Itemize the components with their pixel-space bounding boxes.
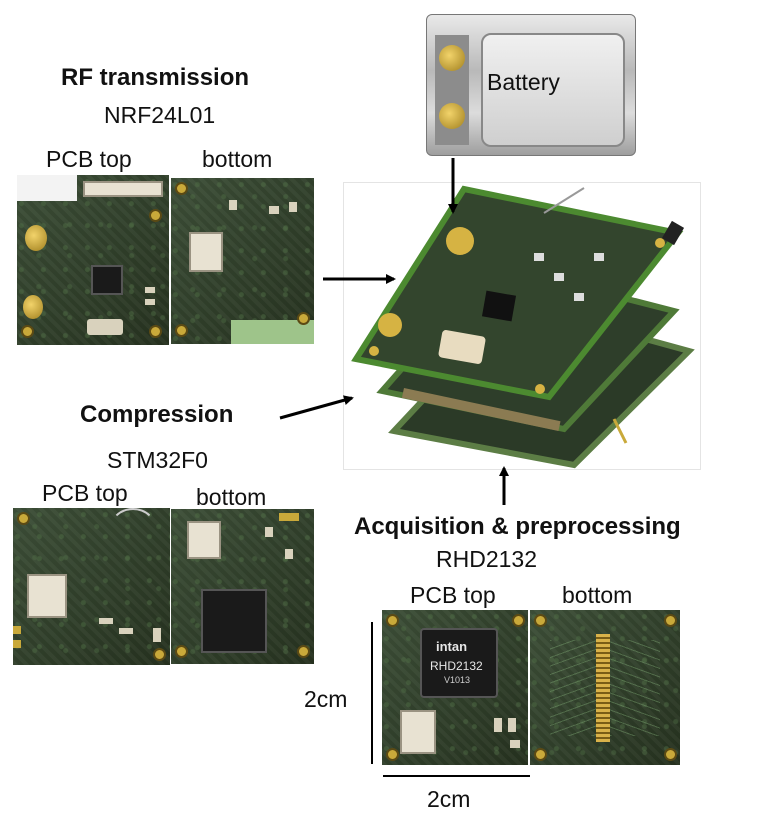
- rf-pcb-bottom-photo: [171, 178, 314, 344]
- battery-label: Battery: [487, 69, 560, 95]
- compression-pcb-bottom-photo: [171, 509, 314, 664]
- compression-title: Compression: [80, 401, 234, 428]
- compression-pcb-top-label: PCB top: [42, 480, 128, 506]
- acquisition-pcb-top-label: PCB top: [410, 582, 496, 608]
- battery-contact-bottom: [439, 103, 465, 129]
- chip-part-text: RHD2132: [430, 659, 483, 673]
- scale-vertical-label: 2cm: [304, 686, 348, 712]
- rf-transmission-title: RF transmission: [61, 64, 250, 91]
- compression-chip-label: STM32F0: [107, 447, 208, 473]
- stacked-device-photo: [343, 182, 701, 470]
- battery-contact-top: [439, 45, 465, 71]
- acquisition-pcb-top-photo: intan RHD2132 V1013: [382, 610, 528, 765]
- acquisition-pcb-bottom-photo: [530, 610, 680, 765]
- stacked-pcb-drawing: [351, 185, 695, 469]
- chip-brand-text: intan: [436, 639, 468, 654]
- rf-pcb-top-label: PCB top: [46, 146, 132, 172]
- acquisition-chip-label: RHD2132: [436, 546, 537, 572]
- compression-arrow: [279, 395, 354, 420]
- compression-pcb-bottom-label: bottom: [196, 484, 267, 510]
- rf-chip-label: NRF24L01: [104, 102, 216, 128]
- battery-cell: [481, 33, 625, 147]
- scale-horizontal-label: 2cm: [427, 786, 471, 812]
- battery-photo: Battery: [426, 14, 636, 156]
- rf-pcb-bottom-label: bottom: [202, 146, 273, 172]
- compression-pcb-top-photo: [13, 508, 170, 665]
- chip-code-text: V1013: [444, 675, 471, 685]
- acquisition-title: Acquisition & preprocessing: [354, 513, 681, 540]
- acquisition-pcb-bottom-label: bottom: [562, 582, 633, 608]
- rf-pcb-top-photo: [17, 175, 169, 345]
